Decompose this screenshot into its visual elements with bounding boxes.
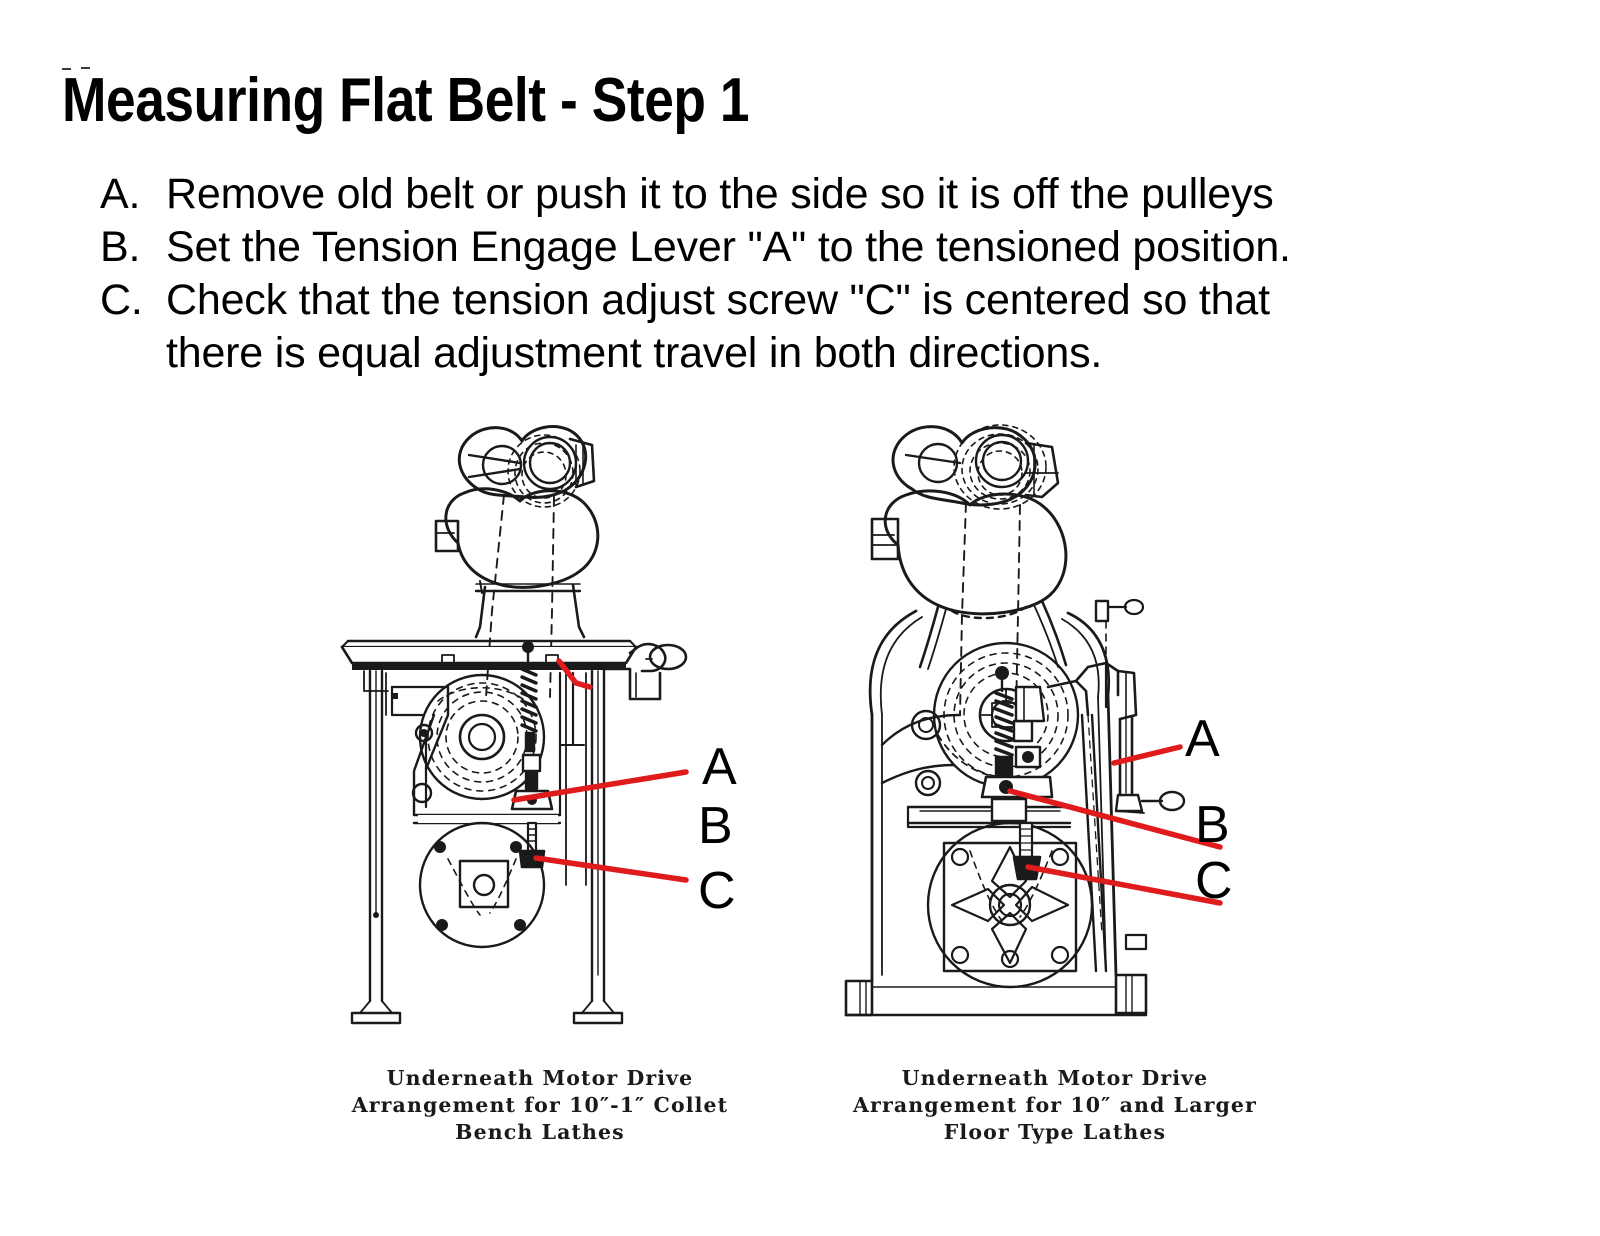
callout-leaders (1007, 744, 1223, 906)
title-speck-artifacts (60, 66, 100, 74)
figure-floor-lathe: A B C Underneath Motor Drive Arrangement… (820, 415, 1290, 1205)
callout-leaders (511, 658, 689, 883)
leader-line-c (533, 855, 689, 883)
caption-line: Arrangement for 10″-1″ Collet (351, 1093, 729, 1117)
instruction-line: there is equal adjustment travel in both… (166, 329, 1103, 377)
leader-line-a (1111, 744, 1183, 766)
figure-caption-bench-lathe: Underneath Motor Drive Arrangement for 1… (330, 1065, 750, 1146)
instruction-item-c: C. Check that the tension adjust screw "… (100, 274, 1500, 380)
callout-label-b: B (698, 797, 733, 855)
caption-line: Floor Type Lathes (943, 1120, 1167, 1144)
callout-label-a: A (702, 738, 737, 796)
caption-line: Underneath Motor Drive (901, 1066, 1209, 1090)
leader-line-b (1007, 788, 1223, 850)
floor-lathe-drawing (844, 424, 1223, 1017)
instruction-line: Check that the tension adjust screw "C" … (166, 276, 1270, 324)
callout-label-c: C (1195, 852, 1233, 910)
instruction-line: Set the Tension Engage Lever "A" to the … (166, 223, 1291, 271)
page-title: Measuring Flat Belt - Step 1 (62, 66, 750, 135)
figure-bench-lathe: A B C Underneath Motor Drive Arrangement… (330, 415, 750, 1205)
leader-line-a (556, 658, 593, 690)
leader-line-c (1025, 864, 1223, 906)
instruction-marker-c: C. (100, 276, 143, 324)
caption-line: Bench Lathes (455, 1120, 625, 1144)
leader-line-b (511, 769, 689, 803)
instruction-text-c: Check that the tension adjust screw "C" … (166, 274, 1500, 380)
instruction-text-b: Set the Tension Engage Lever "A" to the … (166, 221, 1500, 274)
instruction-text-a: Remove old belt or push it to the side s… (166, 168, 1500, 221)
figure-caption-floor-lathe: Underneath Motor Drive Arrangement for 1… (820, 1065, 1290, 1146)
instruction-list: A. Remove old belt or push it to the sid… (100, 168, 1500, 380)
bench-lathe-drawing (340, 425, 689, 1025)
caption-line: Underneath Motor Drive (386, 1066, 694, 1090)
callout-label-b: B (1195, 796, 1230, 854)
instruction-line: Remove old belt or push it to the side s… (166, 170, 1274, 218)
instruction-marker-b: B. (100, 223, 141, 271)
caption-line: Arrangement for 10″ and Larger (853, 1093, 1257, 1117)
instruction-item-a: A. Remove old belt or push it to the sid… (100, 168, 1500, 221)
instruction-marker-a: A. (100, 170, 141, 218)
instruction-item-b: B. Set the Tension Engage Lever "A" to t… (100, 221, 1500, 274)
callout-label-c: C (698, 862, 736, 920)
callout-label-a: A (1185, 710, 1220, 768)
